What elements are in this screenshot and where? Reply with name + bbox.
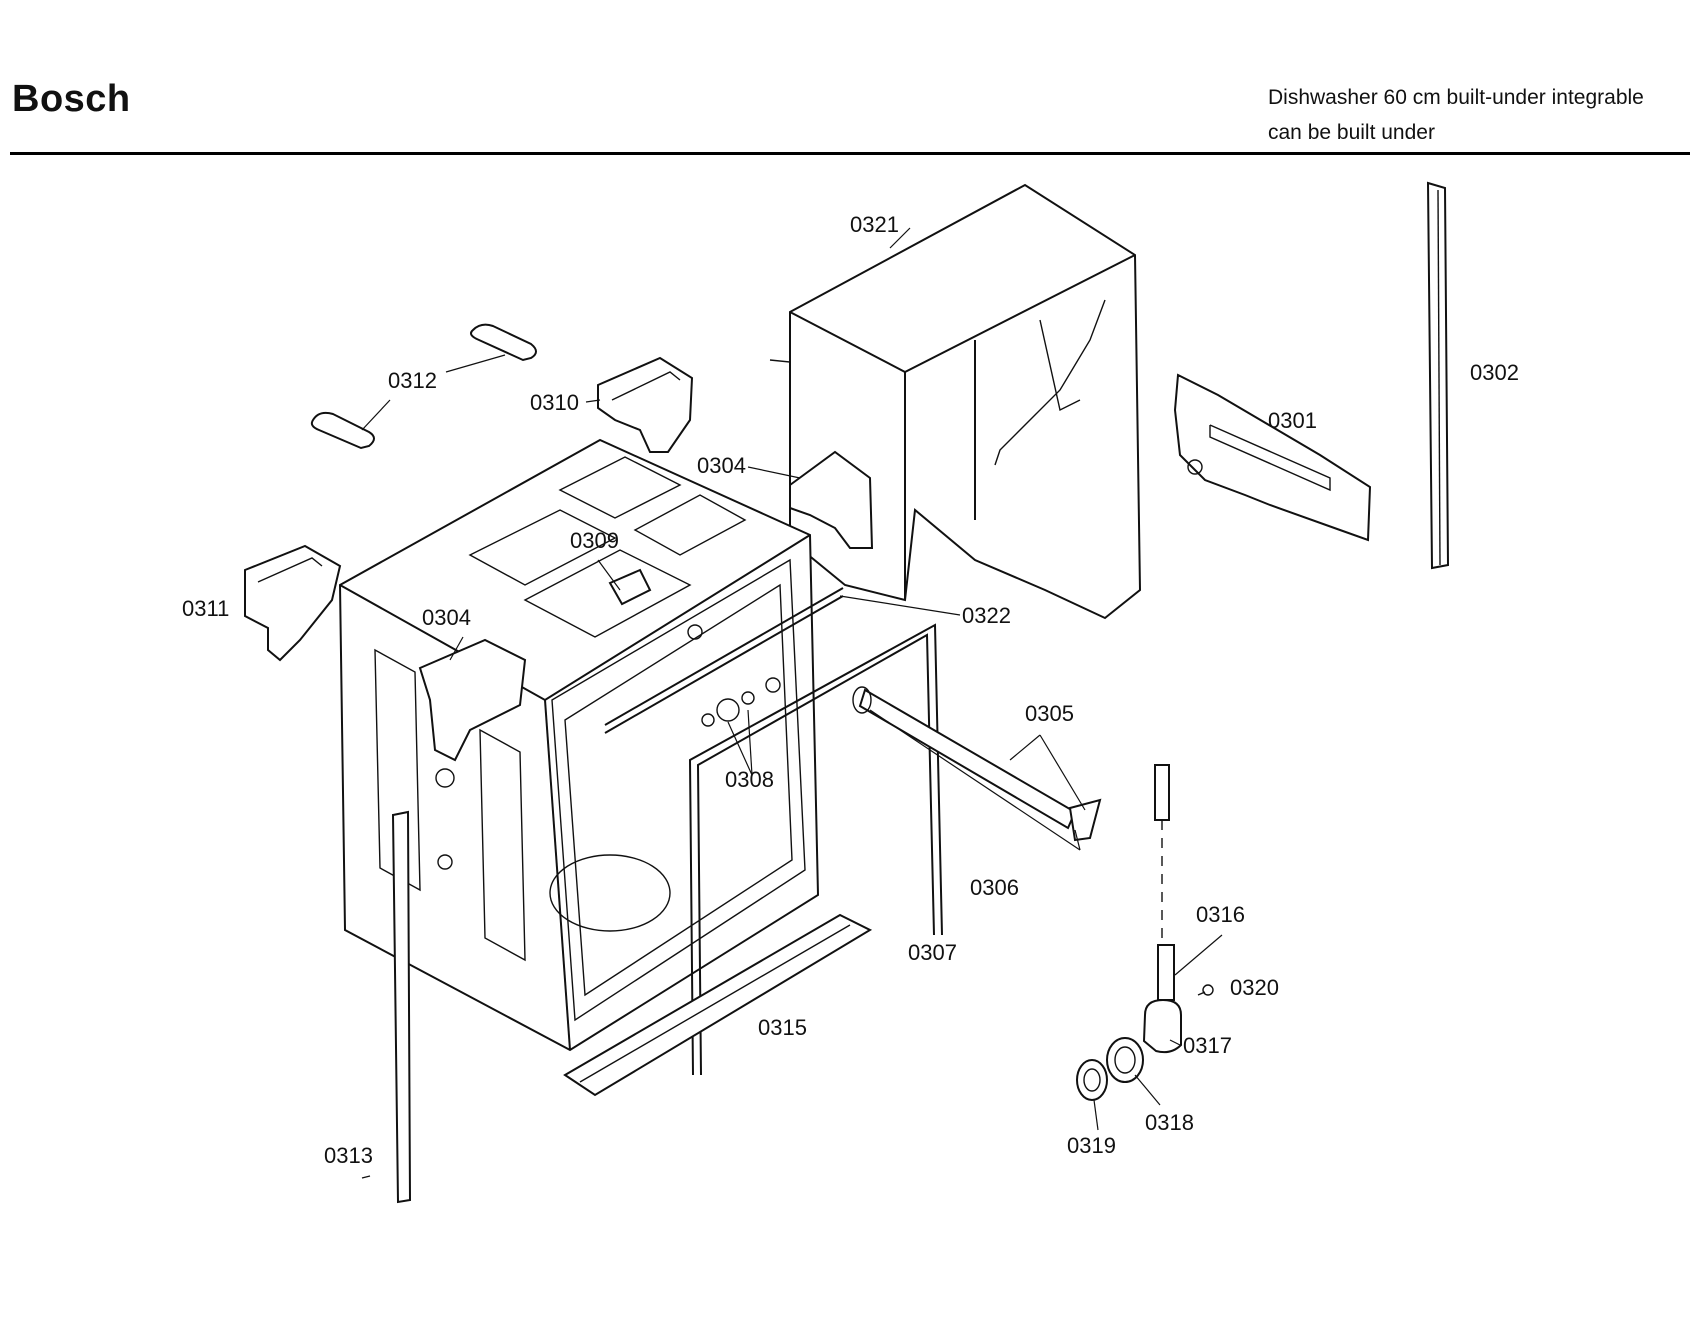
part-0312-hinges xyxy=(310,323,537,450)
header-rule xyxy=(10,152,1690,155)
part-0313-side-strip xyxy=(391,810,412,1204)
brand-title: Bosch xyxy=(12,78,131,120)
part-0311-bracket xyxy=(244,544,342,662)
callout-0313: 0313 xyxy=(324,1143,373,1168)
leader-lines xyxy=(361,227,1223,1179)
callout-0316: 0316 xyxy=(1196,902,1245,927)
callout-0307: 0307 xyxy=(908,940,957,965)
callout-0319: 0319 xyxy=(1067,1133,1116,1158)
part-0302-side-strip xyxy=(1426,181,1450,570)
part-0315-base-strip xyxy=(563,913,873,1097)
callout-0310: 0310 xyxy=(530,390,579,415)
callout-0322: 0322 xyxy=(962,603,1011,628)
callout-0311: 0311 xyxy=(182,596,229,621)
diagram-subtitle: Dishwasher 60 cm built-under integrable … xyxy=(1268,80,1644,150)
callout-0302: 0302 xyxy=(1470,360,1519,385)
callout-0304-upper: 0304 xyxy=(697,453,746,478)
callout-labels: 0301 0302 0304 0304 0305 0306 0307 0308 … xyxy=(182,212,1519,1168)
part-0304-bracket-upper xyxy=(789,450,874,549)
part-0319-cap xyxy=(1076,1059,1108,1101)
callout-0305: 0305 xyxy=(1025,701,1074,726)
part-0316-hose-assembly xyxy=(1154,764,1175,1001)
subtitle-line-1: Dishwasher 60 cm built-under integrable xyxy=(1268,86,1644,109)
callout-0306: 0306 xyxy=(970,875,1019,900)
part-0318-ring xyxy=(1106,1037,1144,1083)
callout-0318: 0318 xyxy=(1145,1110,1194,1135)
callout-0309: 0309 xyxy=(570,528,619,553)
part-0321-rear-cover xyxy=(769,183,1142,620)
callout-0301: 0301 xyxy=(1268,408,1317,433)
part-0310-bracket xyxy=(597,356,694,453)
callout-0308: 0308 xyxy=(725,767,774,792)
callout-0315: 0315 xyxy=(758,1015,807,1040)
callout-0304-lower: 0304 xyxy=(422,605,471,630)
part-0320-screw xyxy=(1197,984,1214,996)
part-0301-panel xyxy=(1173,373,1372,542)
subtitle-line-2: can be built under xyxy=(1268,121,1435,144)
callout-0321: 0321 xyxy=(850,212,899,237)
part-0305-rail xyxy=(852,686,1102,842)
callout-0317: 0317 xyxy=(1183,1033,1232,1058)
part-0317-valve xyxy=(1142,998,1182,1054)
part-0307-door-seal xyxy=(688,623,943,1076)
callout-0312: 0312 xyxy=(388,368,437,393)
callout-0320: 0320 xyxy=(1230,975,1279,1000)
part-0322-rail xyxy=(604,587,844,734)
